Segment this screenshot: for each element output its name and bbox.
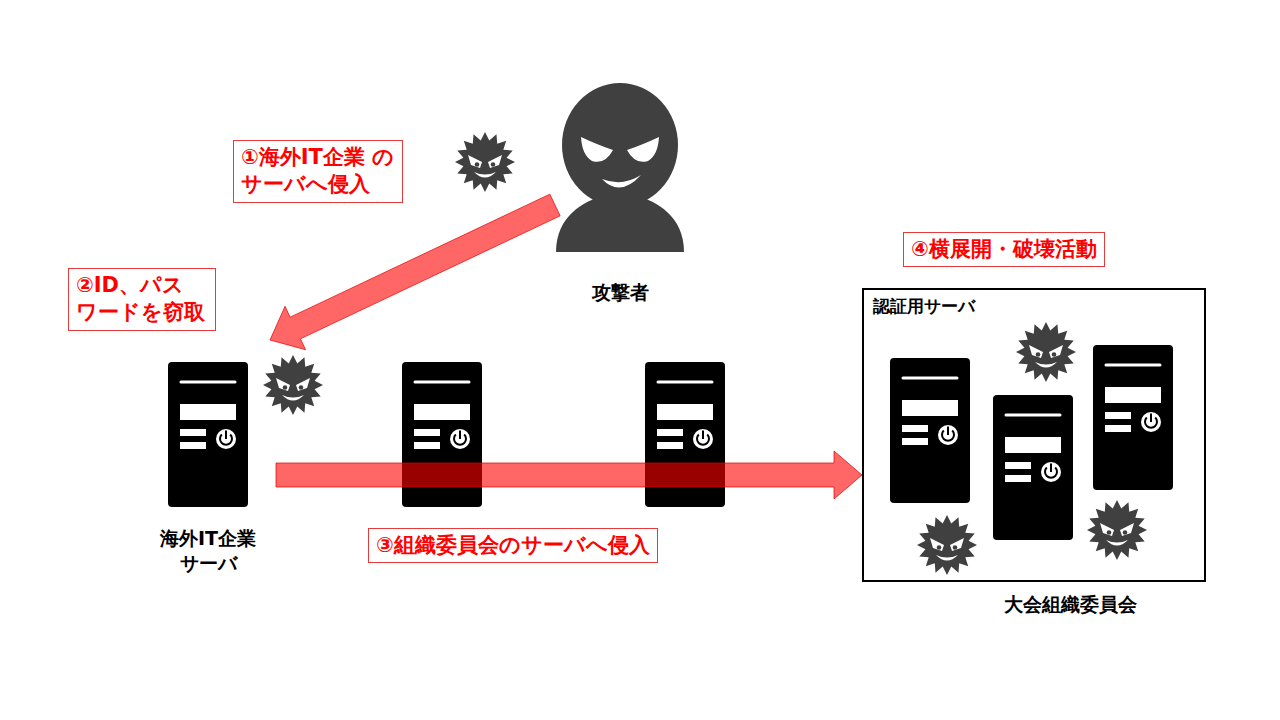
step-callout: ②ID、パス ワードを窃取 bbox=[68, 268, 216, 331]
node-label: 海外IT企業 サーバ bbox=[159, 526, 258, 575]
node-label: 攻撃者 bbox=[592, 280, 649, 305]
server-icon bbox=[993, 395, 1073, 540]
callout-text: ④横展開・破壊活動 bbox=[911, 236, 1097, 263]
attack-arrow bbox=[276, 451, 862, 499]
virus-icon bbox=[1016, 322, 1076, 382]
virus-icon bbox=[917, 515, 977, 575]
organization-group: 認証用サーバ大会組織委員会 bbox=[862, 288, 1206, 582]
group-label: 認証用サーバ bbox=[864, 290, 984, 322]
callout-text: ③組織委員会のサーバへ侵入 bbox=[376, 532, 650, 559]
step-callout: ③組織委員会のサーバへ侵入 bbox=[368, 528, 658, 563]
server-icon bbox=[1093, 345, 1173, 490]
virus-icon bbox=[1087, 500, 1147, 560]
virus-icon bbox=[455, 132, 515, 192]
callout-text: ①海外IT企業 のサーバへ侵入 bbox=[241, 144, 395, 199]
group-label: 大会組織委員会 bbox=[1004, 592, 1137, 617]
server-node: 海外IT企業 サーバ bbox=[140, 340, 276, 575]
attack-arrow bbox=[270, 194, 560, 350]
server-icon bbox=[168, 362, 248, 507]
attacker-node: 攻撃者 bbox=[555, 95, 685, 305]
step-callout: ①海外IT企業 のサーバへ侵入 bbox=[233, 140, 403, 203]
callout-text: ②ID、パス ワードを窃取 bbox=[76, 272, 208, 327]
step-callout: ④横展開・破壊活動 bbox=[903, 232, 1105, 267]
server-icon bbox=[890, 358, 970, 503]
virus-icon bbox=[263, 355, 323, 415]
attacker-icon bbox=[556, 83, 684, 252]
